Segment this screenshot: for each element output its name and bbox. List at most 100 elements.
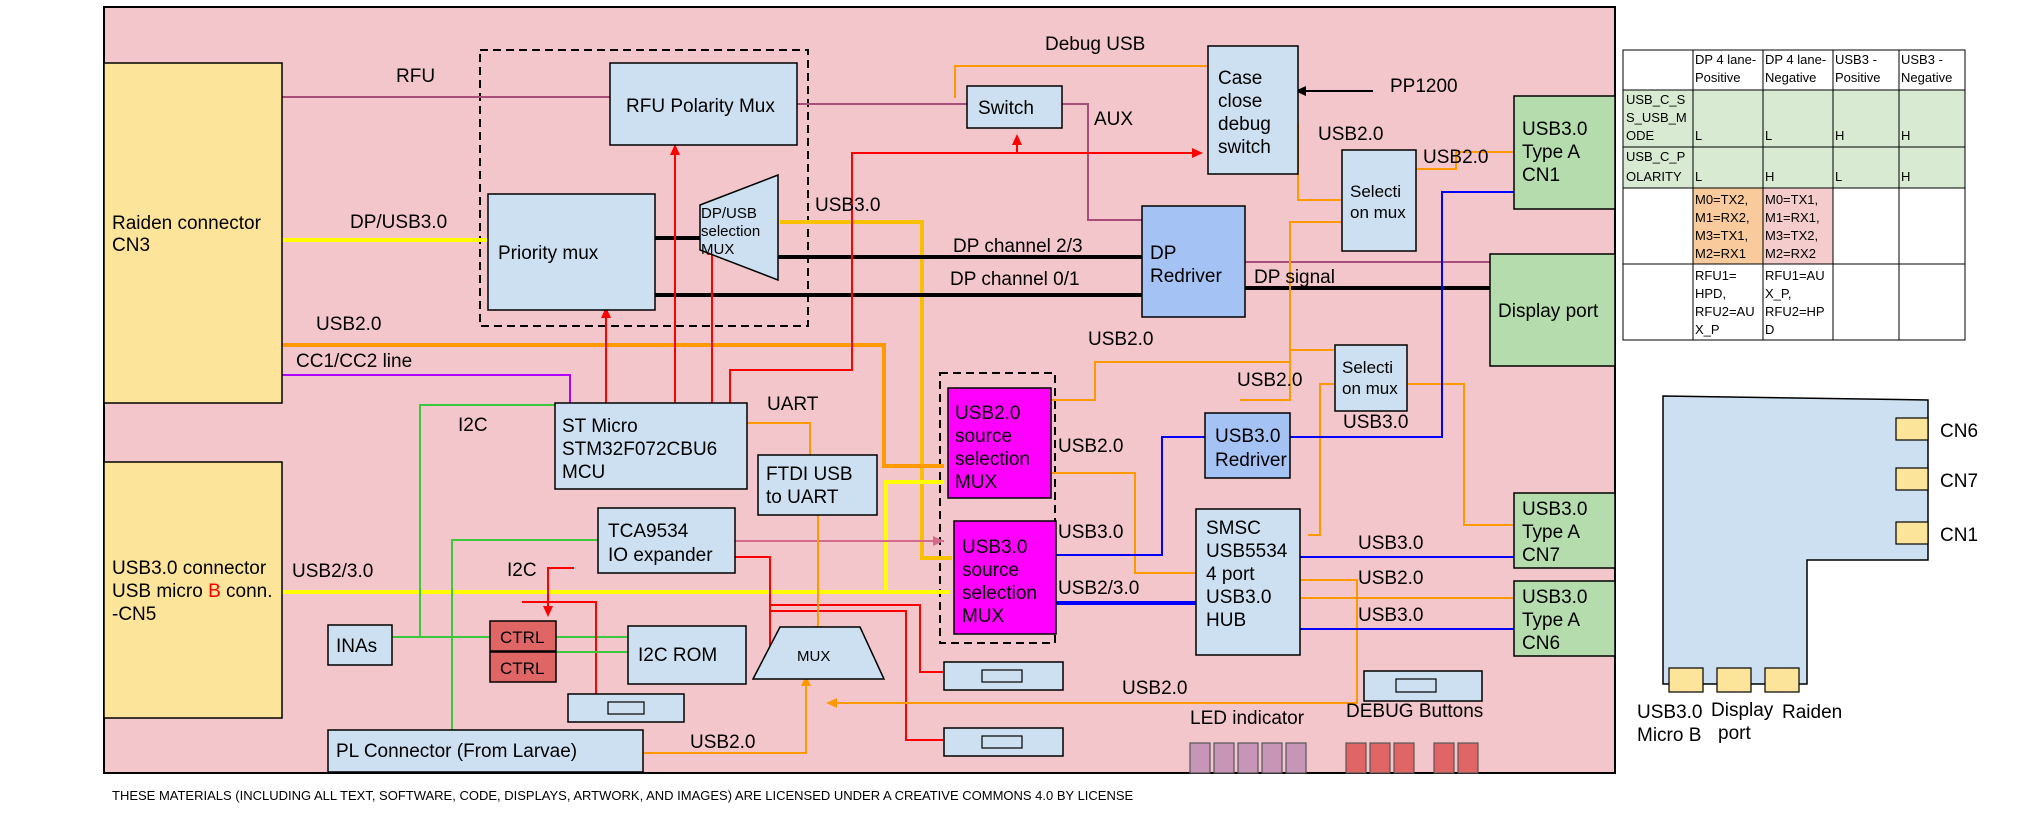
svg-text:Selecti: Selecti	[1342, 358, 1393, 377]
svg-text:USB3.0 connector: USB3.0 connector	[112, 558, 267, 579]
label-usb3-mux3: USB3.0	[1058, 522, 1123, 543]
dp-usb-selection-mux-block: DP/USB selection MUX	[699, 173, 779, 282]
label-i2c-left: I2C	[458, 415, 488, 436]
label-usb2-selmid: USB2.0	[1237, 370, 1302, 391]
svg-text:MUX: MUX	[701, 241, 734, 258]
svg-text:USB3.0: USB3.0	[962, 537, 1027, 558]
raiden-connector-block: Raiden connector CN3	[103, 62, 283, 404]
usb3-redriver-block: USB3.0 Redriver	[1204, 412, 1291, 479]
svg-text:source: source	[955, 426, 1012, 447]
svg-text:S_USB_M: S_USB_M	[1626, 110, 1687, 125]
pl-connector-block: PL Connector (From Larvae)	[327, 729, 644, 773]
svg-text:source: source	[962, 560, 1019, 581]
svg-text:I2C ROM: I2C ROM	[638, 645, 717, 666]
label-dp-signal: DP signal	[1254, 267, 1335, 288]
svg-text:CN1: CN1	[1940, 525, 1978, 546]
svg-text:L: L	[1695, 128, 1702, 143]
svg-text:MUX: MUX	[797, 648, 830, 665]
dp-redriver-block: DP Redriver	[1141, 205, 1246, 318]
label-usb2-pl: USB2.0	[690, 732, 755, 753]
mux-group-outline	[479, 49, 809, 327]
label-usb2-sel: USB2.0	[1423, 147, 1488, 168]
mux-block: MUX	[751, 626, 886, 680]
svg-text:INAs: INAs	[336, 636, 377, 657]
svg-text:DP 4 lane-: DP 4 lane-	[1765, 52, 1826, 67]
svg-text:Selecti: Selecti	[1350, 182, 1401, 201]
svg-text:CN6: CN6	[1940, 421, 1978, 442]
label-usb3-selmid: USB3.0	[1343, 412, 1408, 433]
mode-table: DP 4 lane- Positive DP 4 lane- Negative …	[1622, 49, 1966, 341]
svg-text:X_P,: X_P,	[1765, 286, 1792, 301]
debug-button-leds	[1345, 742, 1479, 774]
svg-text:RFU2=AU: RFU2=AU	[1695, 304, 1755, 319]
svg-text:CTRL: CTRL	[500, 628, 544, 647]
usb3-type-a-cn6-block: USB3.0 Type A CN6	[1513, 580, 1616, 657]
svg-text:H: H	[1901, 128, 1910, 143]
svg-text:ST Micro: ST Micro	[562, 416, 638, 437]
svg-text:Display: Display	[1711, 700, 1774, 721]
svg-text:USB_C_P: USB_C_P	[1626, 149, 1685, 164]
svg-text:USB5534: USB5534	[1206, 541, 1288, 562]
svg-text:M1=RX1,: M1=RX1,	[1765, 210, 1820, 225]
arrowheads	[543, 86, 1373, 708]
svg-text:MCU: MCU	[562, 462, 605, 483]
led-indicators	[1189, 742, 1307, 774]
svg-text:CN1: CN1	[1522, 165, 1560, 186]
svg-text:USB micro B conn.: USB micro B conn.	[112, 581, 273, 602]
label-debug-usb: Debug USB	[1045, 34, 1145, 55]
svg-text:ODE: ODE	[1626, 128, 1655, 143]
ctrl-block-2: CTRL	[489, 651, 557, 683]
connection-lines	[282, 65, 1514, 754]
svg-text:port: port	[1718, 723, 1751, 744]
svg-text:USB3.0: USB3.0	[1522, 499, 1587, 520]
label-usb3-cn6: USB3.0	[1358, 605, 1423, 626]
st-micro-mcu-block: ST Micro STM32F072CBU6 MCU	[554, 402, 748, 490]
label-dp-usb3: DP/USB3.0	[350, 212, 447, 233]
tca9534-io-expander-block: TCA9534 IO expander	[597, 507, 736, 574]
svg-text:HPD,: HPD,	[1695, 286, 1726, 301]
svg-text:HUB: HUB	[1206, 610, 1246, 631]
label-led-indicator: LED indicator	[1190, 708, 1305, 729]
svg-text:RFU1=AU: RFU1=AU	[1765, 268, 1825, 283]
svg-text:M1=RX2,: M1=RX2,	[1695, 210, 1750, 225]
svg-text:CN6: CN6	[1522, 633, 1560, 654]
svg-text:FTDI USB: FTDI USB	[766, 464, 853, 485]
svg-text:selection: selection	[962, 583, 1037, 604]
svg-text:M0=TX1,: M0=TX1,	[1765, 192, 1818, 207]
svg-text:USB3.0: USB3.0	[1637, 702, 1702, 723]
svg-text:M2=RX2: M2=RX2	[1765, 246, 1816, 261]
svg-text:USB2.0: USB2.0	[955, 403, 1020, 424]
svg-text:DP: DP	[1150, 243, 1176, 264]
svg-text:L: L	[1765, 128, 1772, 143]
line-labels: RFU DP/USB3.0 USB2.0 CC1/CC2 line I2C I2…	[292, 34, 1488, 753]
svg-text:Display port: Display port	[1498, 301, 1599, 322]
svg-text:debug: debug	[1218, 114, 1271, 135]
svg-text:D: D	[1765, 322, 1774, 337]
label-i2c-mid: I2C	[507, 560, 537, 581]
source-mux-group-outline	[939, 372, 1056, 644]
svg-text:Negative: Negative	[1901, 70, 1952, 85]
svg-text:M3=TX2,: M3=TX2,	[1765, 228, 1818, 243]
svg-text:Raiden connector: Raiden connector	[112, 213, 262, 234]
svg-text:switch: switch	[1218, 137, 1271, 158]
svg-text:USB3.0: USB3.0	[1522, 587, 1587, 608]
label-usb3-top: USB3.0	[815, 195, 880, 216]
svg-text:Type A: Type A	[1522, 142, 1580, 163]
label-debug-buttons: DEBUG Buttons	[1346, 701, 1483, 722]
svg-text:Switch: Switch	[978, 98, 1034, 119]
label-pp1200: PP1200	[1390, 76, 1458, 97]
label-usb2-left: USB2.0	[316, 314, 381, 335]
label-cc-line: CC1/CC2 line	[296, 351, 412, 372]
svg-text:-CN5: -CN5	[112, 604, 156, 625]
license-text: THESE MATERIALS (INCLUDING ALL TEXT, SOF…	[112, 788, 1134, 803]
smsc-usb-hub-block: SMSC USB5534 4 port USB3.0 HUB	[1195, 508, 1301, 656]
svg-text:SMSC: SMSC	[1206, 518, 1261, 539]
usb3-connector-block: USB3.0 connector USB micro B conn. -CN5	[103, 461, 283, 719]
svg-text:on mux: on mux	[1350, 203, 1406, 222]
label-usb2-cn7: USB2.0	[1358, 568, 1423, 589]
svg-text:IO expander: IO expander	[608, 545, 713, 566]
svg-text:selection: selection	[701, 223, 760, 240]
svg-text:selection: selection	[955, 449, 1030, 470]
usb3-type-a-cn7-block: USB3.0 Type A CN7	[1513, 492, 1616, 569]
svg-text:L: L	[1835, 169, 1842, 184]
